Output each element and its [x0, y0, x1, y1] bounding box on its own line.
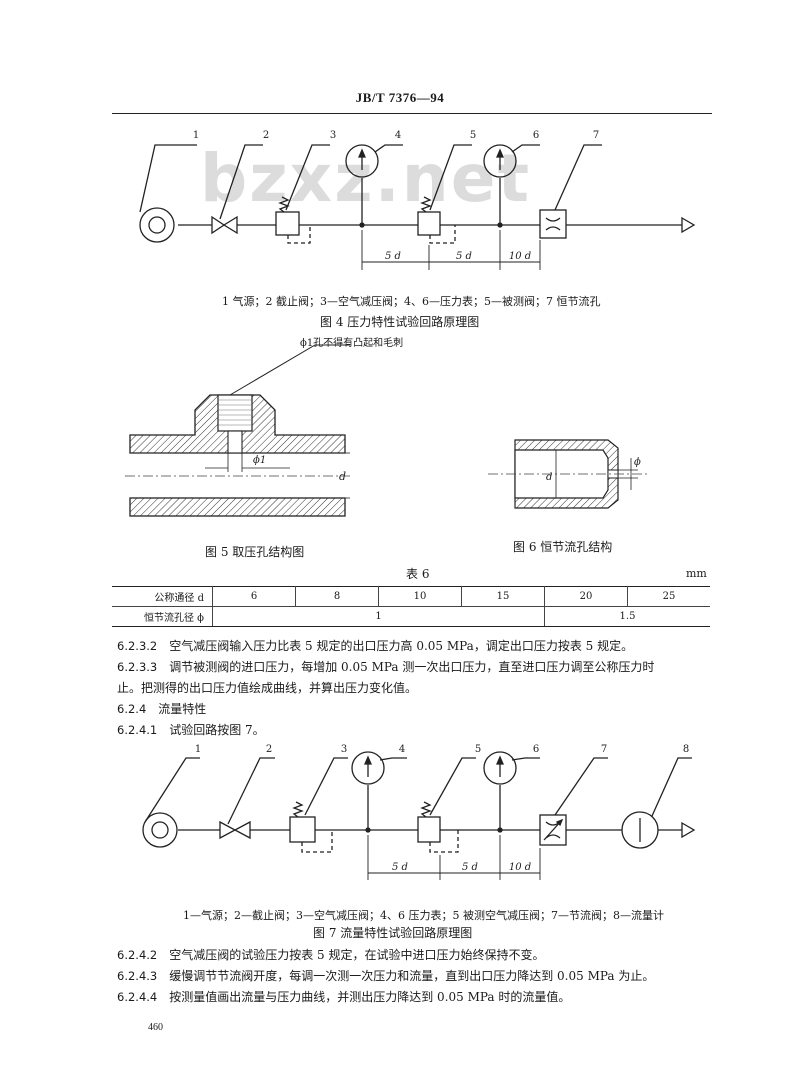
paragraph: 6.2.3.2 空气减压阀输入压力比表 5 规定的出口压力高 0.05 MPa，调…	[117, 636, 633, 657]
pressure-gauge-symbol	[483, 144, 517, 228]
paragraph: 6.2.4.1 试验回路按图 7。	[117, 720, 265, 741]
air-source-symbol	[139, 207, 175, 243]
reducing-valve-symbol	[289, 801, 333, 853]
clause-number: 6.2.4.3	[117, 969, 158, 983]
table-cell: 8	[295, 586, 379, 607]
pressure-gauge-symbol	[345, 144, 379, 228]
clause-text: 止。把测得的出口压力值绘成曲线，并算出压力变化值。	[117, 681, 418, 695]
figure-7-number: 6	[533, 744, 539, 755]
figure-4-number: 7	[593, 130, 599, 141]
table-cell: 6	[212, 586, 296, 607]
table-cell: 1.5	[544, 606, 710, 627]
figure-5-diagram: ϕ1 d	[125, 344, 350, 517]
pressure-gauge-symbol	[351, 751, 385, 833]
clause-text: 调节被测阀的进口压力，每增加 0.05 MPa 测一次出口压力，直至进口压力调至…	[169, 660, 655, 674]
figure-7-caption: 图 7 流量特性试验回路原理图	[313, 926, 473, 940]
clause-number: 6.2.3.3	[117, 660, 158, 674]
watermark: bzxz.net	[200, 140, 532, 217]
table-cell: 15	[461, 586, 545, 607]
stop-valve-symbol	[211, 215, 238, 235]
paragraph: 6.2.4.2 空气减压阀的试验压力按表 5 规定，在试验中进口压力始终保持不变。	[117, 945, 545, 966]
flow-meter-symbol	[621, 811, 659, 849]
clause-text: 按测量值画出流量与压力曲线，并测出压力降达到 0.05 MPa 时的流量值。	[169, 990, 571, 1004]
table-row: 恒节流孔径 ϕ 1 1.5	[112, 606, 710, 627]
figure-5-phi-label: ϕ1	[253, 455, 266, 466]
clause-number: 6.2.4.2	[117, 948, 158, 962]
figure-5-d-label: d	[339, 470, 346, 483]
figure-4-number: 5	[470, 130, 476, 141]
figure-7-number: 1	[195, 744, 201, 755]
figure-7-number: 8	[683, 744, 689, 755]
clause-text: 空气减压阀的试验压力按表 5 规定，在试验中进口压力始终保持不变。	[169, 948, 545, 962]
table-row: 公称通径 d 6 8 10 15 20 25	[112, 586, 710, 607]
table-cell: 20	[544, 586, 628, 607]
figure-7-number: 2	[266, 744, 272, 755]
table-6-unit: mm	[686, 567, 707, 580]
figure-7-number: 4	[399, 744, 405, 755]
paragraph: 6.2.4.3 缓慢调节节流阀开度，每调一次测一次压力和流量，直到出口压力降达到 …	[117, 966, 654, 987]
stop-valve-symbol	[219, 820, 251, 840]
table-cell: 25	[627, 586, 710, 607]
figure-4-dimension: 5 d	[456, 251, 472, 262]
table-6: 公称通径 d 6 8 10 15 20 25 恒节流孔径 ϕ 1 1.5	[112, 586, 710, 627]
pressure-gauge-symbol	[483, 751, 517, 833]
air-source-symbol	[142, 812, 178, 848]
reducing-valve-symbol	[275, 196, 311, 244]
paragraph: 6.2.4.4 按测量值画出流量与压力曲线，并测出压力降达到 0.05 MPa 时…	[117, 987, 570, 1008]
clause-text: 流量特性	[158, 702, 207, 716]
document-code: JB/T 7376—94	[355, 90, 445, 105]
figure-7-number: 5	[475, 744, 481, 755]
clause-text: 缓慢调节节流阀开度，每调一次测一次压力和流量，直到出口压力降达到 0.05 MP…	[169, 969, 655, 983]
figure-6-diagram: d ϕ	[488, 439, 648, 509]
figure-4-legend: 1 气源；2 截止阀；3—空气减压阀；4、6—压力表；5—被测阀；7 恒节流孔	[222, 295, 601, 308]
paragraph: 6.2.4 流量特性	[117, 699, 206, 720]
figure-6-d-label: d	[546, 472, 552, 483]
figure-4-number: 3	[330, 130, 336, 141]
figure-4-dimension: 5 d	[385, 251, 401, 262]
tested-valve-symbol	[417, 801, 459, 853]
paragraph: 止。把测得的出口压力值绘成曲线，并算出压力变化值。	[117, 678, 417, 699]
fixed-orifice-symbol	[539, 209, 567, 239]
figure-4-number: 4	[395, 130, 401, 141]
clause-number: 6.2.4	[117, 702, 147, 716]
figure-7-diagram: 1 2 3 4 5 6 7 8 5 d 5 d 10 d	[142, 744, 696, 880]
table-cell: 恒节流孔径 ϕ	[112, 606, 213, 627]
clause-number: 6.2.4.4	[117, 990, 158, 1004]
figure-4-caption: 图 4 压力特性试验回路原理图	[320, 315, 480, 329]
figure-7-number: 3	[341, 744, 347, 755]
figure-4-number: 2	[263, 130, 269, 141]
figure-7-legend: 1—气源；2—截止阀；3—空气减压阀；4、6 压力表；5 被测空气减压阀；7—节…	[183, 909, 664, 922]
figure-5-caption: 图 5 取压孔结构图	[205, 545, 305, 559]
header-rule	[112, 113, 712, 114]
figure-7-dimension: 10 d	[509, 862, 531, 873]
throttle-valve-symbol	[539, 814, 567, 846]
tested-valve-symbol	[417, 196, 456, 244]
figure-7-number: 7	[601, 744, 607, 755]
table-cell: 10	[378, 586, 462, 607]
clause-text: 空气减压阀输入压力比表 5 规定的出口压力高 0.05 MPa，调定出口压力按表…	[169, 639, 634, 653]
table-6-title: 表 6	[406, 567, 430, 581]
page-number: 460	[148, 1022, 163, 1033]
figure-7-dimension: 5 d	[392, 862, 408, 873]
table-cell: 1	[212, 606, 545, 627]
figure-5-note: ϕ1孔不得有凸起和毛刺	[300, 338, 404, 349]
figure-6-caption: 图 6 恒节流孔结构	[513, 540, 613, 554]
figure-4-dimension: 10 d	[509, 251, 531, 262]
clause-number: 6.2.4.1	[117, 723, 158, 737]
clause-text: 试验回路按图 7。	[169, 723, 265, 737]
clause-number: 6.2.3.2	[117, 639, 158, 653]
figure-4-diagram: 1 2 3 4 5 6 7 5 d 5 d 10 d	[139, 130, 696, 270]
paragraph: 6.2.3.3 调节被测阀的进口压力，每增加 0.05 MPa 测一次出口压力，直…	[117, 657, 654, 678]
figure-4-number: 1	[193, 130, 199, 141]
figure-4-number: 6	[533, 130, 539, 141]
figure-7-dimension: 5 d	[462, 862, 478, 873]
table-cell: 公称通径 d	[112, 586, 213, 607]
figure-6-phi-label: ϕ	[634, 457, 641, 468]
